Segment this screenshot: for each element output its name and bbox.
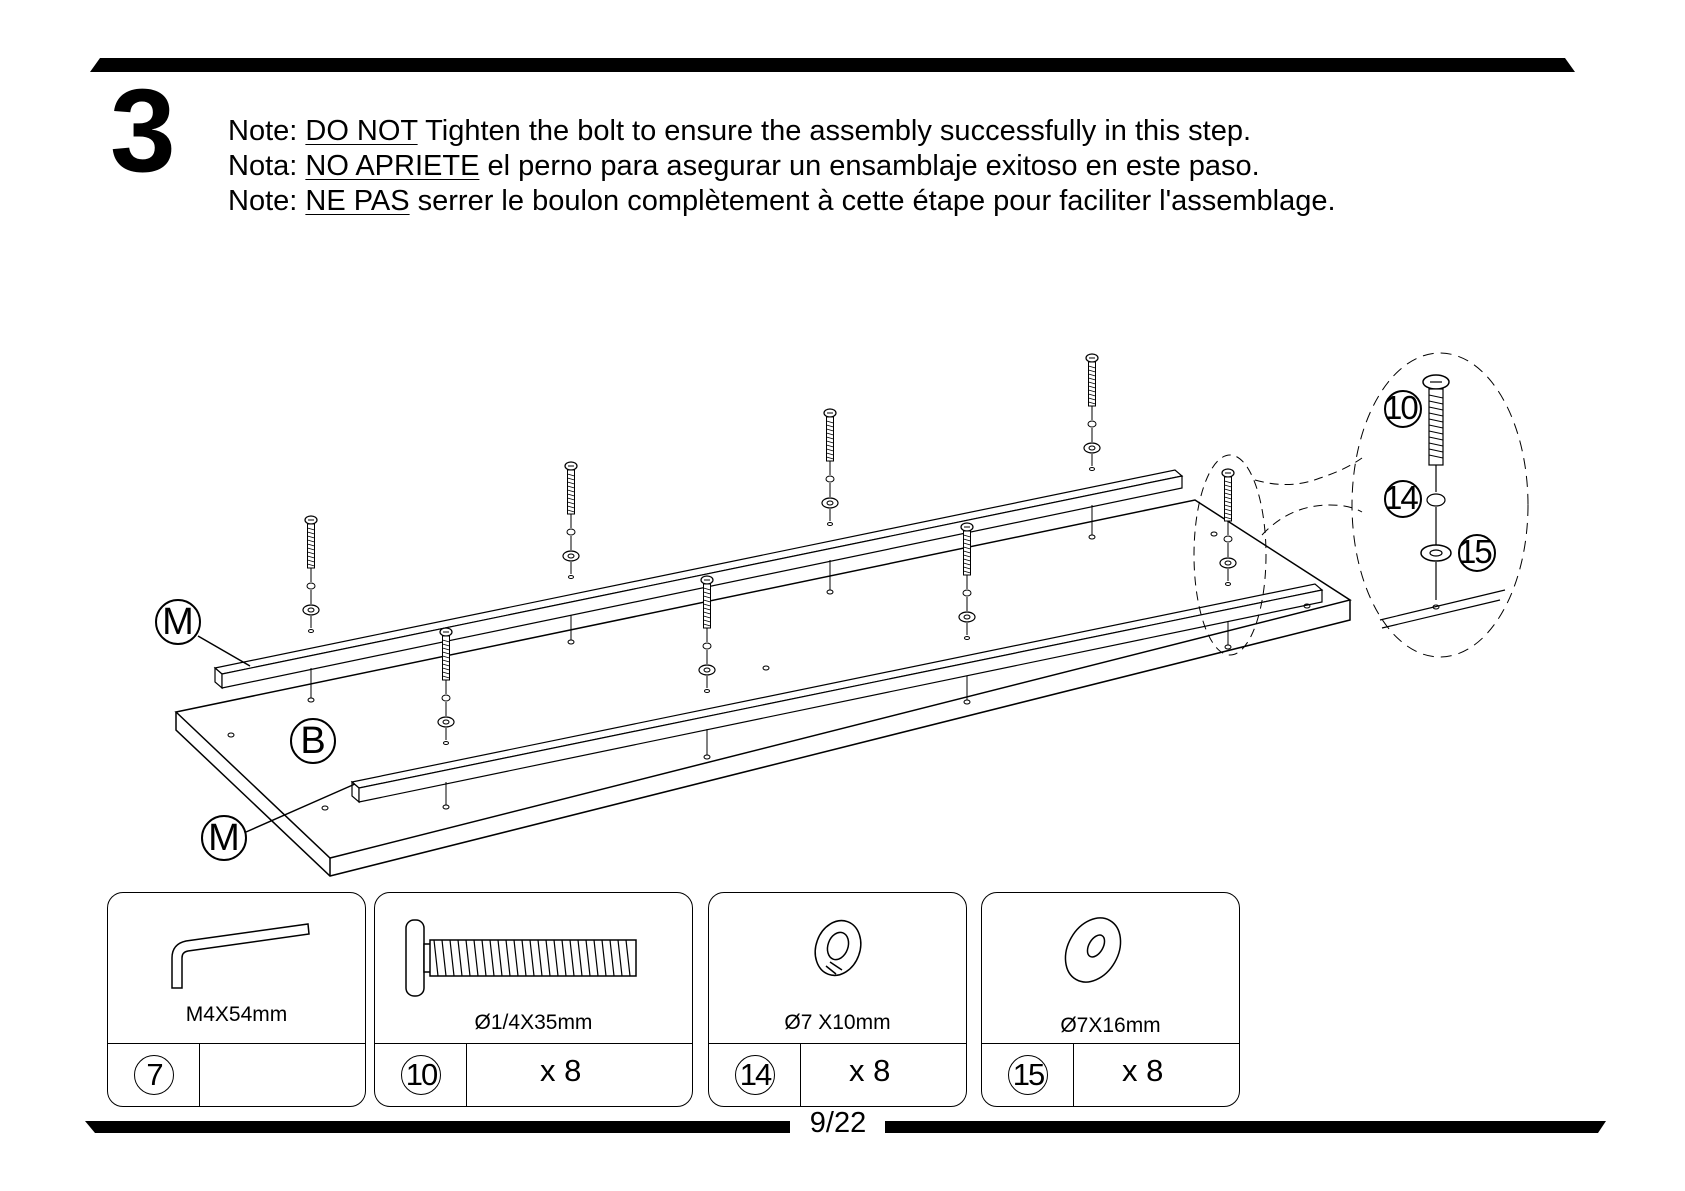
callout-m-top: M — [155, 599, 201, 645]
note-english: Note: DO NOT Tighten the bolt to ensure … — [228, 114, 1336, 149]
step-notes: Note: DO NOT Tighten the bolt to ensure … — [228, 114, 1336, 219]
top-divider-bar — [90, 58, 1575, 72]
part-number: 15 — [1008, 1055, 1048, 1095]
lock-washer-icon — [814, 919, 862, 977]
rail-bottom — [350, 583, 1324, 804]
part-quantity: x 8 — [540, 1053, 582, 1088]
callout-b-panel: B — [290, 718, 336, 764]
part-quantity: x 8 — [849, 1053, 891, 1088]
callout-m-bottom: M — [201, 815, 247, 861]
detail-highlight — [1193, 454, 1267, 656]
part-size: M4X54mm — [185, 1003, 288, 1026]
note-text: Tighten the bolt to ensure the assembly … — [417, 115, 1252, 147]
part-divider — [709, 1043, 966, 1044]
part-card-15: Ø7X16mm 15 x 8 — [981, 892, 1240, 1107]
part-card-7: M4X54mm 7 — [107, 892, 366, 1107]
bottom-divider-right — [885, 1121, 1606, 1133]
note-emphasis: NO APRIETE — [305, 150, 480, 182]
part-divider — [1073, 1043, 1074, 1106]
part-number: 7 — [134, 1055, 174, 1095]
part-number: 14 — [735, 1055, 775, 1095]
part-card-10: Ø1/4X35mm 10 x 8 — [374, 892, 693, 1107]
detail-callout-lock-washer: 14 — [1384, 480, 1422, 518]
part-size: Ø7X16mm — [1060, 1014, 1161, 1037]
note-spanish: Nota: NO APRIETE el perno para asegurar … — [228, 149, 1336, 184]
note-text: el perno para asegurar un ensamblaje exi… — [479, 150, 1260, 182]
part-size: Ø7 X10mm — [784, 1011, 891, 1034]
note-emphasis: NE PAS — [305, 185, 410, 217]
detail-hardware — [1379, 374, 1506, 629]
part-divider — [800, 1043, 801, 1106]
note-prefix: Note: — [228, 185, 306, 217]
note-french: Note: NE PAS serrer le boulon complèteme… — [228, 184, 1336, 219]
part-divider — [375, 1043, 692, 1044]
part-size: Ø1/4X35mm — [474, 1011, 593, 1034]
bottom-divider-left — [85, 1121, 790, 1133]
part-divider — [982, 1043, 1239, 1044]
detail-callout-bolt: 10 — [1384, 390, 1422, 428]
detail-callout-flat-washer: 15 — [1458, 534, 1496, 572]
flat-washer-icon — [1064, 917, 1122, 983]
allen-key-icon — [171, 923, 310, 989]
part-quantity: x 8 — [1122, 1053, 1164, 1088]
note-text: serrer le boulon complètement à cette ét… — [409, 185, 1336, 217]
step-number: 3 — [110, 65, 176, 197]
note-prefix: Nota: — [228, 150, 306, 182]
part-card-14: Ø7 X10mm 14 x 8 — [708, 892, 967, 1107]
part-divider — [108, 1043, 365, 1044]
part-number: 10 — [401, 1055, 441, 1095]
part-divider — [199, 1043, 200, 1106]
note-emphasis: DO NOT — [305, 115, 418, 147]
note-prefix: Note: — [228, 115, 306, 147]
bolt-icon — [405, 919, 637, 997]
panel-b — [174, 499, 1352, 859]
page-number: 9/22 — [809, 1107, 867, 1139]
part-divider — [466, 1043, 467, 1106]
detail-magnifier — [1351, 352, 1529, 658]
